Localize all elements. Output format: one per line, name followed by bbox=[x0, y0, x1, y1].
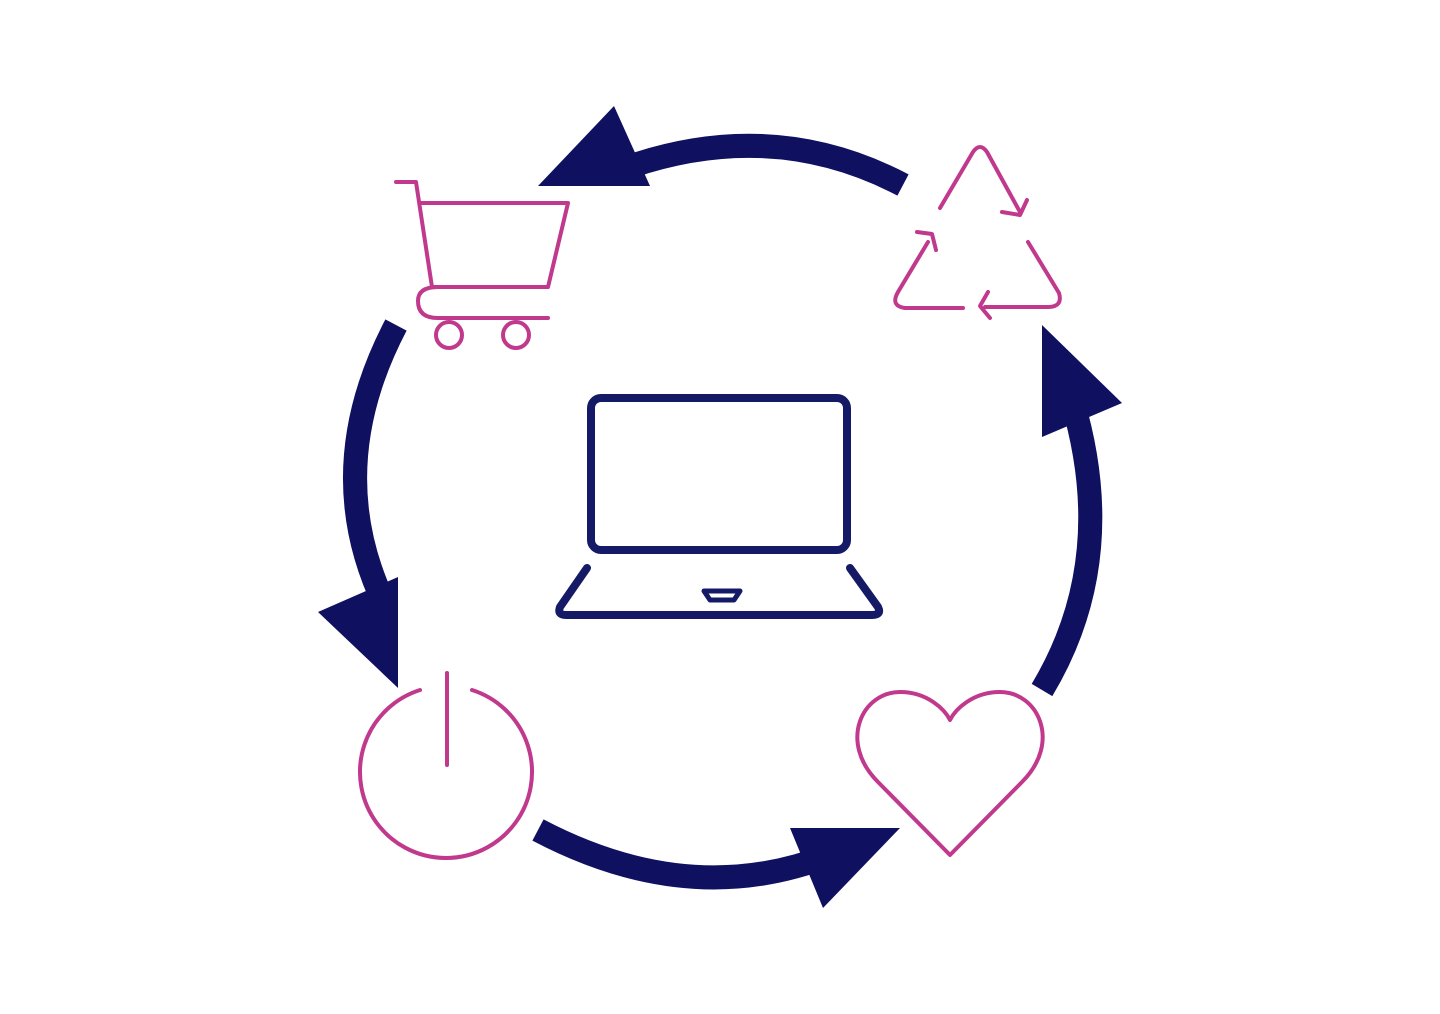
heart-icon bbox=[855, 690, 1045, 857]
laptop-base bbox=[555, 564, 884, 619]
laptop-screen bbox=[587, 394, 851, 554]
laptop-icon bbox=[555, 394, 884, 619]
shopping-cart-icon bbox=[394, 180, 570, 350]
arrow-cart-to-power-shaft bbox=[343, 319, 407, 611]
power-icon bbox=[358, 671, 534, 860]
arrow-heart-to-recycle-head bbox=[1042, 325, 1122, 437]
laptop-touchpad bbox=[701, 588, 743, 603]
arrow-cart-to-power-head bbox=[318, 577, 398, 688]
arrow-power-to-heart-shaft bbox=[532, 819, 835, 890]
recycle-icon bbox=[893, 145, 1062, 320]
arrow-power-to-heart-head bbox=[790, 828, 900, 908]
cycle-arrows bbox=[318, 106, 1122, 908]
arrow-heart-to-recycle-shaft bbox=[1031, 396, 1103, 697]
arrow-recycle-to-cart-shaft bbox=[615, 133, 909, 196]
arrow-recycle-to-cart-head bbox=[538, 106, 650, 186]
